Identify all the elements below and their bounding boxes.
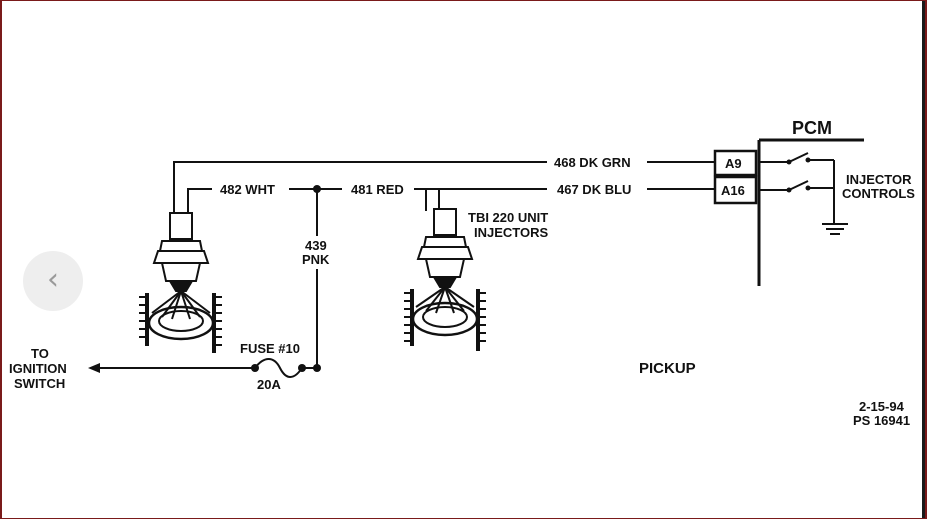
- svg-text:IGNITION: IGNITION: [9, 361, 67, 376]
- pcm-label: PCM: [792, 118, 832, 138]
- svg-text:482 WHT: 482 WHT: [220, 182, 275, 197]
- fuse-label: FUSE #10: [240, 341, 300, 356]
- injector-switches: [759, 152, 848, 235]
- svg-text:TO: TO: [31, 346, 49, 361]
- chevron-left-icon: ‹: [47, 261, 59, 297]
- svg-text:INJECTORS: INJECTORS: [474, 225, 548, 240]
- tbi-injectors-label: TBI 220 UNIT INJECTORS: [468, 210, 548, 240]
- svg-text:468 DK GRN: 468 DK GRN: [554, 155, 631, 170]
- svg-text:481 RED: 481 RED: [351, 182, 404, 197]
- svg-text:A16: A16: [721, 183, 745, 198]
- svg-text:CONTROLS: CONTROLS: [842, 186, 915, 201]
- date-code: 2-15-94: [859, 399, 905, 414]
- wire-482-wht: 482 WHT: [187, 182, 342, 216]
- wire-467-dk-blu: 467 DK BLU: [438, 182, 715, 211]
- fuse-rating: 20A: [257, 377, 281, 392]
- pcm-block: PCM: [757, 118, 864, 286]
- ps-code: PS 16941: [853, 413, 910, 428]
- ignition-switch-label: TO IGNITION SWITCH: [9, 346, 67, 391]
- connector-a9: A9: [713, 149, 758, 177]
- wire-439-pnk: 439 PNK: [302, 189, 330, 368]
- svg-text:INJECTOR: INJECTOR: [846, 172, 912, 187]
- fuse-circuit: FUSE #10 20A: [88, 341, 321, 392]
- injector-controls-label: INJECTOR CONTROLS: [842, 172, 915, 201]
- wire-481-red: 481 RED: [351, 182, 439, 211]
- svg-text:PNK: PNK: [302, 252, 330, 267]
- connector-a16: A16: [713, 175, 758, 205]
- previous-image-button[interactable]: ‹: [23, 251, 83, 311]
- svg-text:TBI 220 UNIT: TBI 220 UNIT: [468, 210, 548, 225]
- svg-text:467 DK BLU: 467 DK BLU: [557, 182, 631, 197]
- pickup-label: PICKUP: [639, 360, 696, 377]
- svg-text:A9: A9: [725, 156, 742, 171]
- svg-text:439: 439: [305, 238, 327, 253]
- svg-text:SWITCH: SWITCH: [14, 376, 65, 391]
- injector-2-icon: [404, 208, 486, 351]
- injector-1-icon: [139, 212, 222, 353]
- wire-468-dk-grn: 468 DK GRN: [173, 155, 715, 216]
